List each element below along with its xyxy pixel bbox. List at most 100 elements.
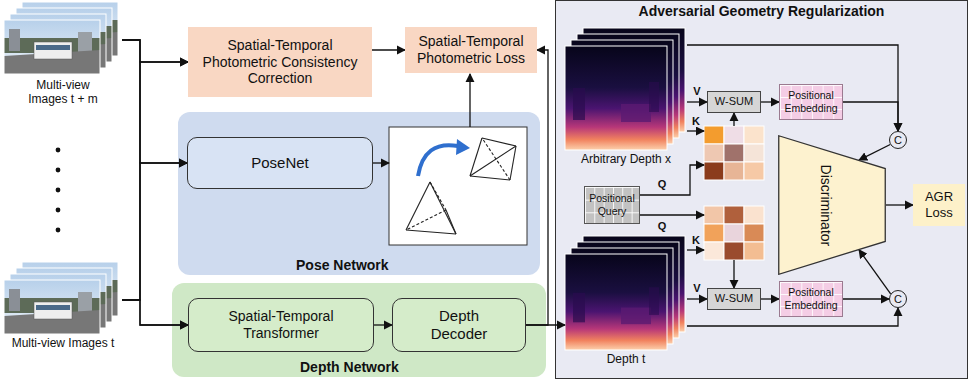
- node-text: Multi-view Images t + m: [15, 78, 111, 107]
- connector-arrow: [687, 101, 707, 102]
- depth-map-stack: [565, 46, 667, 150]
- connector-arrow: [526, 324, 565, 325]
- sum-box: W-SUM: [707, 288, 761, 310]
- attention-matrix: [704, 206, 764, 260]
- query-box: Positional Query: [584, 186, 640, 224]
- attention-matrix: [744, 162, 764, 180]
- camera-image-stack: [10, 14, 106, 68]
- node-text: Spatial-Temporal Transformer: [194, 308, 368, 342]
- attention-matrix: [724, 144, 744, 162]
- camera-pose-figure: [510, 146, 516, 180]
- node-text: Spatial-Temporal Photometric Consistency…: [193, 37, 367, 87]
- node-text: PoseNet: [251, 154, 309, 172]
- concat-circle: C: [889, 290, 907, 308]
- node-text: Depth Decoder: [419, 307, 499, 343]
- process-box: Spatial-Temporal Transformer: [188, 298, 374, 352]
- depth-map-stack: [577, 34, 679, 138]
- connector-arrow: [843, 298, 889, 299]
- camera-pose-figure: [470, 138, 482, 176]
- camera-pose-figure: [430, 182, 456, 234]
- attention-matrix: [744, 126, 764, 144]
- depth-map-stack: [583, 28, 685, 132]
- attention-matrix: [704, 144, 724, 162]
- process-box: PoseNet: [187, 137, 373, 189]
- camera-image-stack: [22, 262, 118, 316]
- camera-image-stack: [10, 14, 106, 68]
- node-text: Positional Query: [589, 192, 635, 217]
- attention-matrix: [744, 224, 764, 242]
- port-label: Q: [656, 220, 669, 232]
- depth-map-stack: [565, 46, 667, 150]
- camera-image-stack: [4, 20, 100, 74]
- camera-pose-figure: [406, 138, 516, 234]
- depth-map-stack: [571, 248, 673, 344]
- camera-pose-figure: [389, 127, 527, 245]
- depth-map-stack: [565, 28, 685, 150]
- group-title: Adversarial Geometry Regularization: [555, 3, 968, 20]
- ellipsis-dots: [56, 228, 61, 233]
- attention-matrix: [724, 206, 744, 224]
- attention-matrix: [724, 242, 744, 260]
- camera-image-stack: [16, 268, 112, 322]
- node-text: Spatial-Temporal Photometric Loss: [410, 33, 532, 67]
- camera-pose-figure: [430, 182, 446, 210]
- connector-arrow: [687, 298, 707, 299]
- attention-matrix: [724, 126, 744, 144]
- connector-arrow: [761, 101, 779, 102]
- camera-pose-figure: [406, 182, 430, 230]
- connector-arrow: [122, 300, 188, 325]
- node-text: Positional Embedding: [784, 286, 837, 311]
- edge-label: V: [691, 85, 702, 97]
- port-label: K: [690, 234, 702, 246]
- camera-pose-figure: [482, 138, 510, 180]
- ellipsis-dots: [56, 188, 61, 193]
- depth-map-stack: [571, 40, 673, 144]
- process-box: Depth Decoder: [392, 298, 526, 352]
- connector-arrow: [122, 163, 187, 300]
- connector-arrow: [687, 45, 898, 131]
- depth-map-stack: [583, 236, 685, 332]
- camera-pose-figure: [470, 146, 516, 176]
- image-stack: Multi-view Images t: [4, 262, 122, 350]
- connector-arrow: [122, 62, 188, 300]
- node-text: C: [894, 294, 902, 305]
- connector-arrow: [859, 145, 890, 161]
- depth-map-stack: [565, 236, 685, 350]
- camera-image-stack: [10, 274, 106, 328]
- camera-image-stack: [22, 2, 118, 56]
- connector-arrow: [843, 102, 898, 131]
- depth-map-stack: [583, 236, 685, 332]
- port-label: Q: [656, 178, 669, 190]
- ellipsis-dots: [56, 148, 61, 153]
- ellipsis-dots: [56, 168, 61, 173]
- image-stack: Multi-view Images t + m: [4, 2, 122, 107]
- camera-image-stack: [10, 274, 106, 328]
- leader-arrow: [640, 165, 704, 195]
- camera-pose-figure: [418, 145, 458, 176]
- leader-arrow: [687, 130, 704, 131]
- connector-arrow: [526, 50, 548, 325]
- leader-arrow: [687, 249, 704, 250]
- depth-map-stack: [577, 242, 679, 338]
- camera-pose-figure: [406, 230, 456, 234]
- attention-matrix: [704, 242, 724, 260]
- trapezoid-shape: [779, 136, 886, 275]
- camera-pose-figure: [406, 210, 446, 230]
- camera-image-stack: [16, 8, 112, 62]
- node-text: W-SUM: [715, 95, 753, 108]
- camera-pose-figure: [456, 139, 470, 155]
- connector-arrow: [372, 49, 405, 50]
- attention-matrix: [704, 126, 764, 180]
- depth-map-stack: [565, 254, 667, 350]
- connector-arrow: [886, 204, 913, 205]
- depth-map-stack: [571, 40, 673, 144]
- node-text: Arbitrary Depth x: [565, 152, 687, 166]
- group-fill: [178, 112, 540, 275]
- node-text: W-SUM: [715, 292, 753, 305]
- leader-arrow: [733, 113, 734, 126]
- port-label: K: [690, 115, 702, 127]
- embedding-box: Positional Embedding: [779, 84, 843, 120]
- depth-map-stack: [565, 254, 667, 350]
- concat-circle: C: [889, 131, 907, 149]
- depth-map-stack: [577, 34, 679, 138]
